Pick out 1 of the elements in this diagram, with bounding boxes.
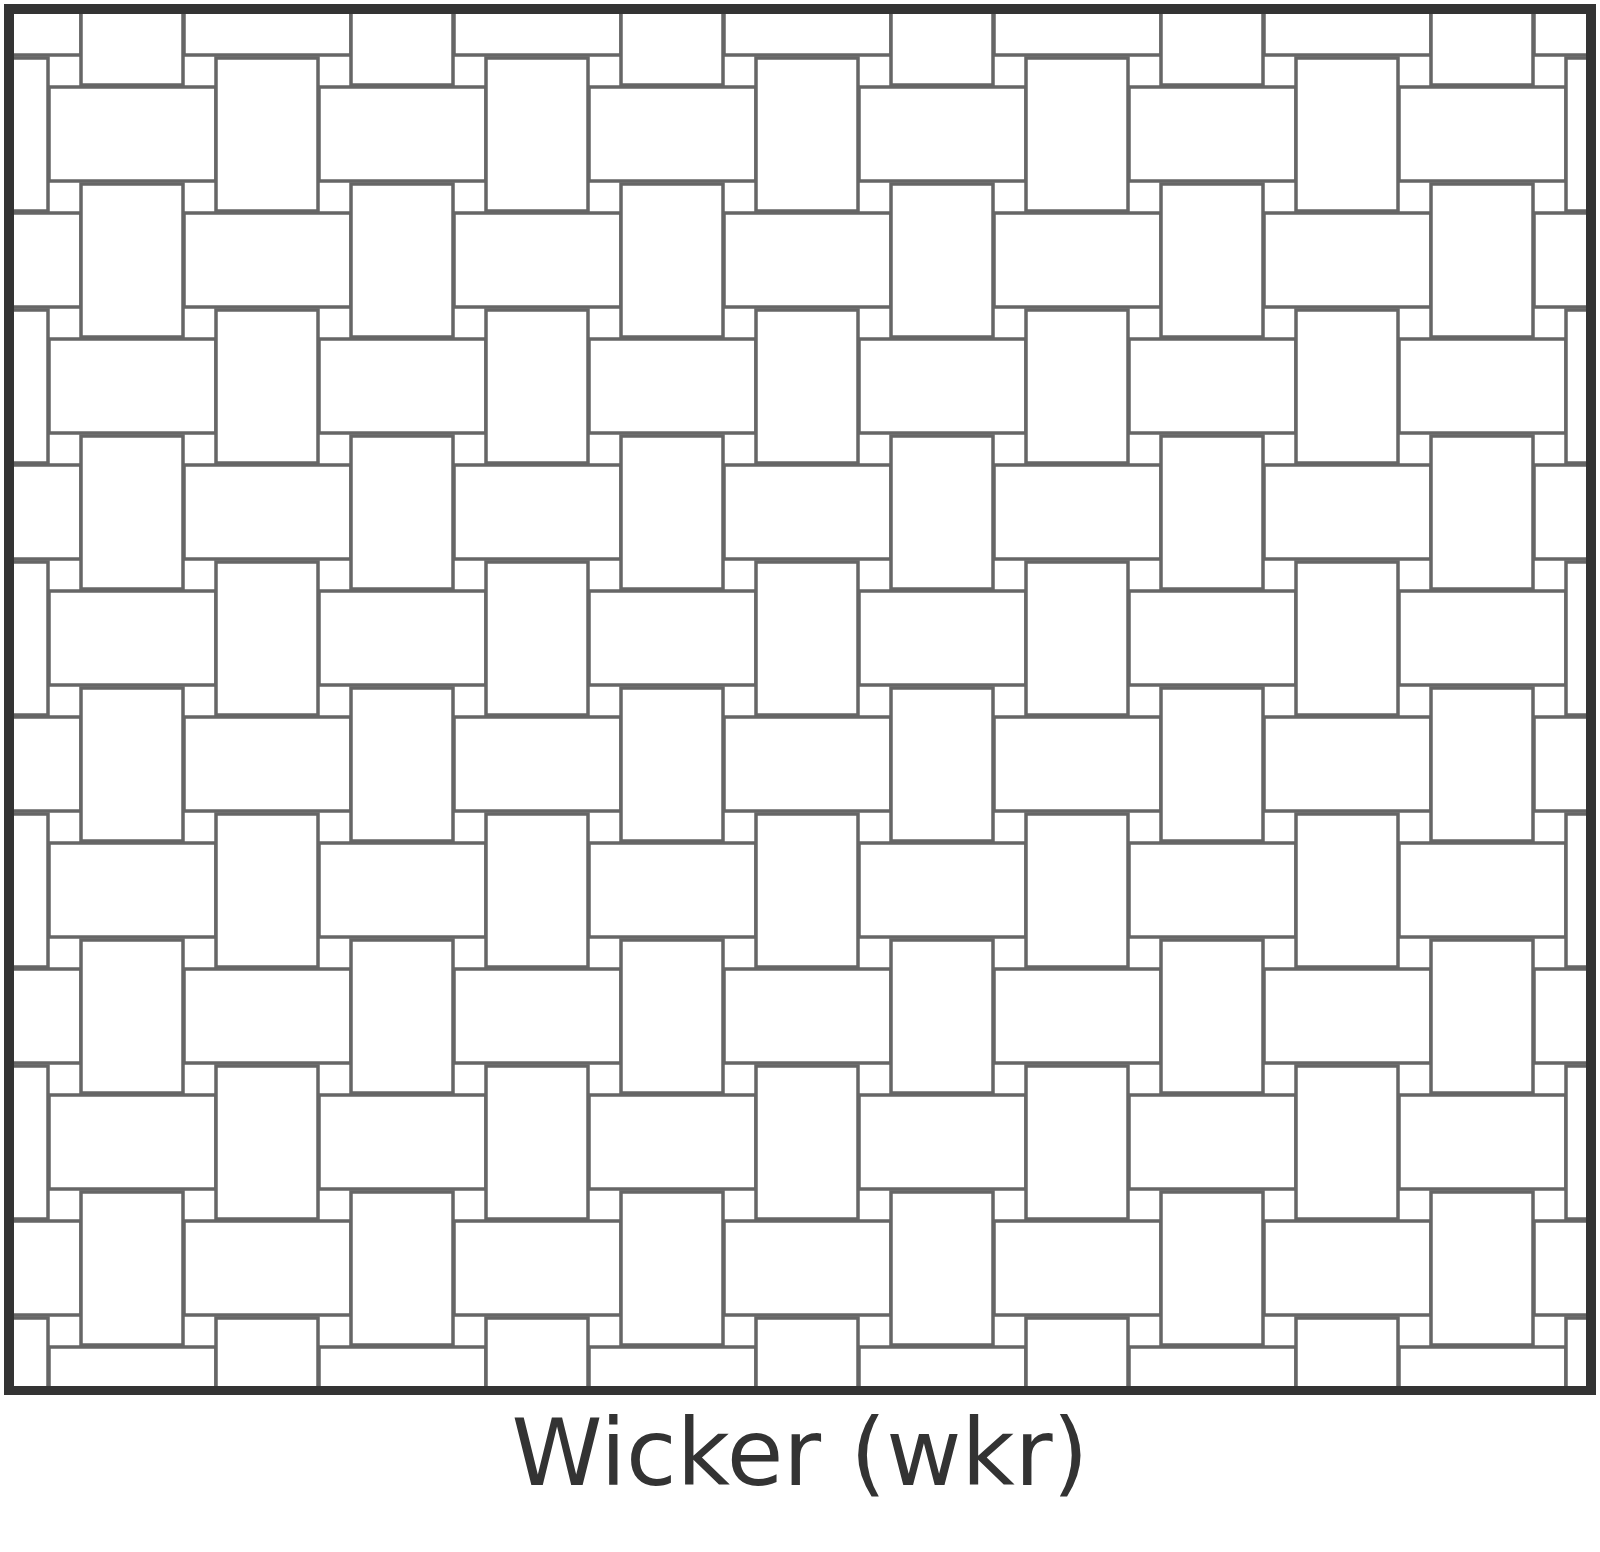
caption: Wicker (wkr)	[511, 1400, 1089, 1507]
